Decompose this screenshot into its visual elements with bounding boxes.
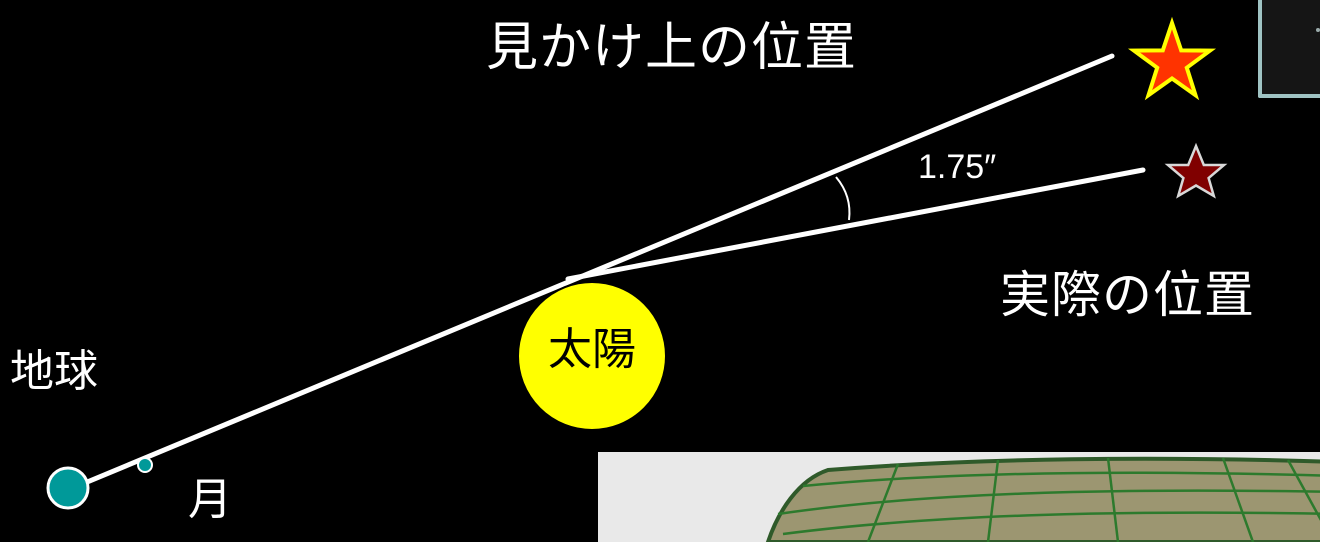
deflection-angle-label: 1.75″: [918, 148, 997, 186]
apparent-light-ray: [77, 53, 1115, 488]
moon-label: 月: [188, 474, 232, 525]
apparent-position-label: 見かけ上の位置: [486, 18, 858, 78]
sun: [517, 281, 667, 431]
earth: [46, 466, 90, 510]
moon: [137, 457, 153, 473]
inset-image-top-right: [1258, 0, 1320, 98]
actual-position-label: 実際の位置: [1000, 266, 1255, 324]
actual-light-ray: [565, 167, 1146, 282]
earth-label: 地球: [10, 346, 98, 397]
apparent-star-icon: [1127, 16, 1217, 101]
inset-image-bottom-right: [598, 452, 1320, 542]
deflection-angle-arc: [835, 176, 851, 221]
light-deflection-diagram: [46, 16, 1228, 510]
grid-surface-illustration: [765, 456, 1320, 542]
inset-dot: [1316, 28, 1320, 32]
actual-star-icon: [1164, 142, 1228, 199]
sun-label: 太陽: [548, 324, 636, 375]
